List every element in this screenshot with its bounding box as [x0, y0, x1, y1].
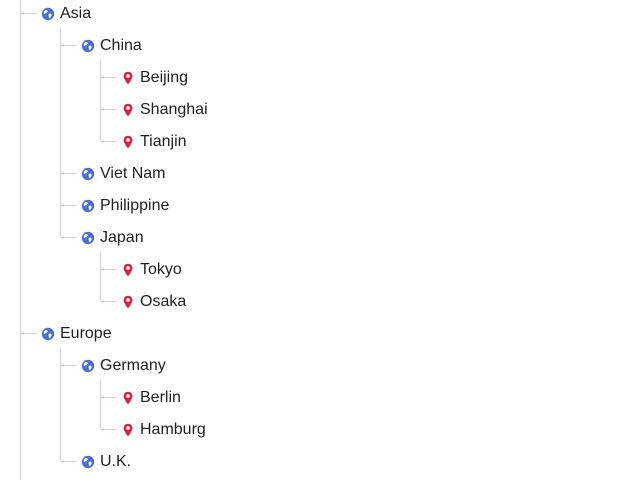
- globe-icon: [41, 327, 55, 341]
- globe-icon: [81, 359, 95, 373]
- map-pin-icon: [121, 135, 135, 149]
- tree-node-label: Tokyo: [140, 261, 182, 278]
- tree-connector-line: [101, 269, 116, 270]
- map-pin-icon: [121, 103, 135, 117]
- tree-connector-line: [101, 77, 116, 78]
- globe-icon: [81, 199, 95, 213]
- tree-node-label: Beijing: [140, 69, 189, 86]
- tree-guide-line: [100, 380, 101, 429]
- tree-connector-line: [61, 45, 76, 46]
- tree-connector-line: [61, 461, 76, 462]
- tree-node-label: China: [100, 37, 142, 54]
- map-pin-icon: [121, 71, 135, 85]
- map-pin-icon: [121, 423, 135, 437]
- globe-icon: [41, 7, 55, 21]
- tree-guide-line: [20, 0, 21, 480]
- tree-node-label: Hamburg: [140, 421, 206, 438]
- globe-icon: [81, 39, 95, 53]
- tree-connector-line: [101, 429, 116, 430]
- tree-node-label: Japan: [100, 229, 144, 246]
- tree-node-label: Philippine: [100, 197, 170, 214]
- tree-connector-line: [61, 173, 76, 174]
- tree-connector-line: [101, 141, 116, 142]
- globe-icon: [81, 231, 95, 245]
- tree-guide-line: [60, 28, 61, 237]
- map-pin-icon: [121, 391, 135, 405]
- tree-guide-line: [100, 60, 101, 141]
- tree-connector-line: [101, 301, 116, 302]
- tree-node-label: Shanghai: [140, 101, 208, 118]
- tree-node-label: U.K.: [100, 453, 132, 470]
- tree-node-label: Viet Nam: [100, 165, 166, 182]
- tree-node-label: Osaka: [140, 293, 187, 310]
- globe-icon: [81, 167, 95, 181]
- globe-icon: [81, 455, 95, 469]
- tree-connector-line: [21, 333, 36, 334]
- tree-node-label: Tianjin: [140, 133, 187, 150]
- map-pin-icon: [121, 263, 135, 277]
- tree-guide-line: [60, 348, 61, 461]
- tree-connector-line: [61, 205, 76, 206]
- tree-connector-line: [101, 397, 116, 398]
- tree-connector-line: [61, 365, 76, 366]
- tree-guide-line: [100, 252, 101, 301]
- tree-node-label: Europe: [60, 325, 112, 342]
- map-pin-icon: [121, 295, 135, 309]
- tree-connector-line: [101, 109, 116, 110]
- tree-node-label: Germany: [100, 357, 166, 374]
- tree-connector-line: [21, 13, 36, 14]
- tree-node-label: Asia: [60, 5, 92, 22]
- tree-node-label: Berlin: [140, 389, 181, 406]
- tree-connector-line: [61, 237, 76, 238]
